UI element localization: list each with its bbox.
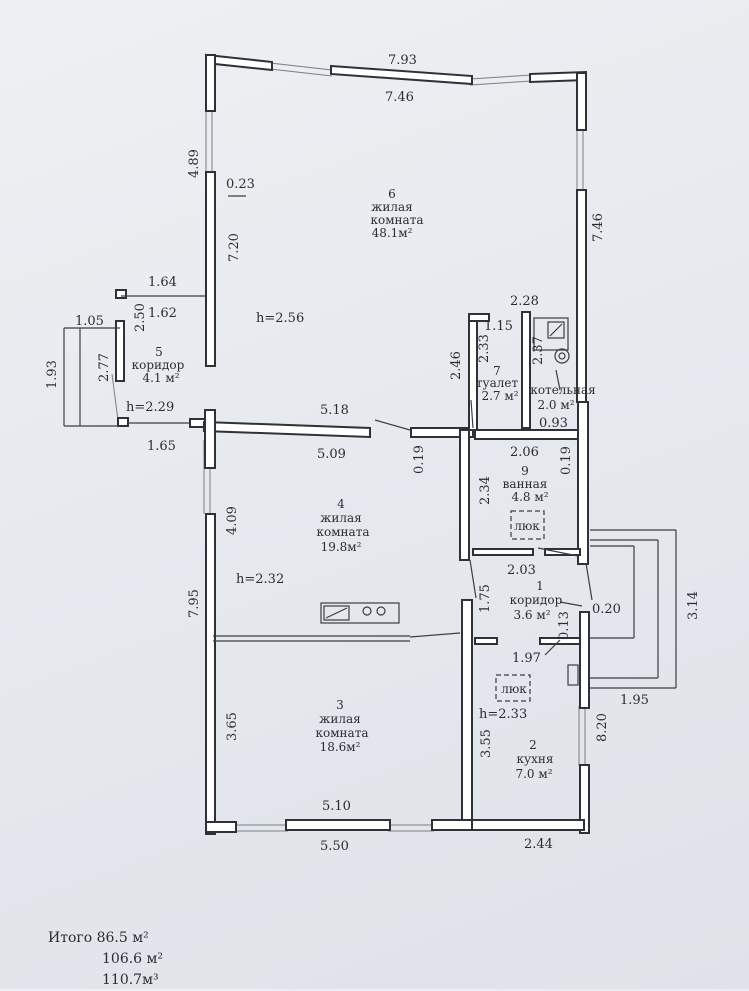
dim-3-65: 3.65 [225,712,240,741]
fixtures [320,317,579,702]
room-7-number: 7 [493,364,501,378]
dim-1-75: 1.75 [478,584,493,613]
dim-5-10: 5.10 [322,799,351,814]
dim-2-46: 2.46 [449,351,464,380]
room-1-area: 3.6 м² [513,608,550,622]
hatch-label-2: люк [501,682,527,696]
height-room-4: h=2.32 [236,572,284,587]
hatch-label-1: люк [514,519,540,533]
totals-value-2: 106.6 м² [102,951,164,967]
room-boiler-name: котельная [530,383,595,397]
doors [374,419,593,638]
dim-2-44: 2.44 [524,837,553,852]
walls [115,53,590,835]
dim-1-64: 1.64 [148,275,177,290]
dim-5-09: 5.09 [317,447,346,462]
room-3-area: 18.6м² [320,740,361,754]
room-labels: 6 жилая комната 48.1м² 7 туалет 2.7 м² к… [132,187,596,781]
dim-4-89: 4.89 [187,149,202,178]
room-9-name: ванная [503,477,548,491]
dim-2-06: 2.06 [510,445,539,460]
dimensions: 7.93 7.46 7.46 4.89 0.23 7.20 1.64 1.62 … [45,53,701,854]
dim-1-15: 1.15 [484,319,513,334]
room-3-number: 3 [336,698,344,712]
dim-1-93: 1.93 [45,360,60,389]
dim-2-77: 2.77 [97,353,112,382]
dim-7-46-right: 7.46 [591,213,606,242]
room-6-name2: комната [370,213,423,227]
room-5-name: коридор [132,358,185,372]
dim-2-33: 2.33 [477,334,492,363]
room-3-name1: жилая [319,712,360,726]
room-1-number: 1 [536,579,544,593]
dim-4-09: 4.09 [225,506,240,535]
totals-block: Итого 86.5 м² 106.6 м² 110.7м³ [48,928,163,991]
totals-label: Итого [48,930,93,946]
room-6-area: 48.1м² [372,226,413,240]
dimension-lines [63,195,677,689]
room-2-number: 2 [529,738,537,752]
room-4-name1: жилая [320,511,361,525]
dim-0-19-right: 0.19 [559,446,574,475]
height-room-5: h=2.29 [126,400,174,415]
dim-2-34: 2.34 [478,476,493,505]
dim-2-28: 2.28 [510,294,539,309]
dim-7-93: 7.93 [388,53,417,68]
dim-1-97: 1.97 [512,651,541,666]
room-boiler-area: 2.0 м² [537,398,574,412]
room-4-area: 19.8м² [321,540,362,554]
room-2-name: кухня [517,752,554,766]
room-9-area: 4.8 м² [511,490,548,504]
dim-2-37: 2.37 [531,336,546,365]
room-5-area: 4.1 м² [142,371,179,385]
room-6-name1: жилая [371,200,412,214]
dim-0-23: 0.23 [226,177,255,192]
dim-1-65: 1.65 [147,439,176,454]
room-7-name: туалет [476,376,519,390]
room-9-number: 9 [521,464,529,478]
dim-7-95: 7.95 [187,589,202,618]
height-room-6: h=2.56 [256,311,304,326]
dim-3-55: 3.55 [479,729,494,758]
totals-value-3: 110.7м³ [102,972,159,988]
room-3-name2: комната [315,726,368,740]
dim-1-62: 1.62 [148,306,177,321]
room-6-number: 6 [388,187,396,201]
dim-7-46-top: 7.46 [385,90,414,105]
room-4-number: 4 [337,497,345,511]
dim-1-95: 1.95 [620,693,649,708]
ceiling-heights: h=2.56 h=2.29 h=2.32 h=2.33 [126,311,527,722]
dim-0-93: 0.93 [539,416,568,431]
dim-5-50: 5.50 [320,839,349,854]
hatch-corridor [495,674,531,702]
totals-row-1: Итого 86.5 м² [48,928,163,949]
room-5-number: 5 [155,345,163,359]
room-1-name: коридор [510,593,563,607]
dim-2-03: 2.03 [507,563,536,578]
room-2-area: 7.0 м² [515,767,552,781]
dim-8-20: 8.20 [595,713,610,742]
dim-2-50: 2.50 [133,303,148,332]
room-7-area: 2.7 м² [481,389,518,403]
dim-5-18: 5.18 [320,403,349,418]
windows [111,62,586,832]
height-room-2: h=2.33 [479,707,527,722]
dim-0-19-left: 0.19 [412,445,427,474]
dim-1-05: 1.05 [75,314,104,329]
dim-0-20: 0.20 [592,602,621,617]
totals-value-1: 86.5 м² [96,930,149,946]
room-4-name2: комната [316,525,369,539]
dim-3-14: 3.14 [686,591,701,620]
dim-7-20: 7.20 [227,233,242,262]
dim-0-13: 0.13 [557,611,572,640]
hatch-bathroom [510,510,545,540]
